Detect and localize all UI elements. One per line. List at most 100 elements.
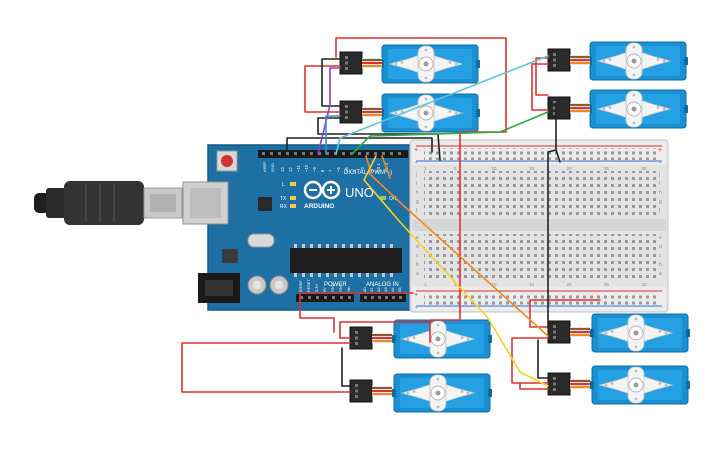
reset-button[interactable]: [221, 155, 233, 167]
servo-motor[interactable]: [589, 313, 691, 353]
wire-black[interactable]: [547, 103, 561, 163]
breadboard-row-letter: i: [416, 181, 417, 187]
arduino-uno-board[interactable]: UNO ARDUINO DIGITAL (PWM ~) POWER ANALOG…: [182, 144, 421, 311]
breadboard-row-letter: b: [659, 262, 662, 268]
breadboard-column-number: 30: [642, 282, 648, 287]
breadboard-column-number: 20: [567, 282, 573, 287]
analog-pin-label: A3: [384, 287, 388, 292]
wire-purple[interactable]: [317, 67, 341, 155]
breadboard-column-number: 5: [454, 166, 457, 171]
breadboard-column-number: 1: [424, 166, 427, 171]
digital-pin-label: ~3: [360, 167, 365, 172]
servo-motor[interactable]: [379, 44, 481, 84]
digital-pin-label: ~5: [344, 167, 349, 172]
breadboard-row-letter: g: [659, 199, 662, 205]
wire-black[interactable]: [341, 347, 351, 387]
wire-red[interactable]: [181, 342, 351, 393]
servo-motor[interactable]: [379, 93, 481, 133]
breadboard-row-letter: e: [416, 235, 419, 241]
board-brand-label: ARDUINO: [304, 203, 334, 210]
servo-connector[interactable]: [349, 379, 393, 403]
breadboard-row-letter: d: [659, 244, 662, 250]
breadboard-row-letter: i: [659, 181, 660, 187]
wire-black[interactable]: [286, 137, 433, 153]
arduino-logo-icon: [303, 180, 341, 200]
wire-green[interactable]: [351, 111, 549, 155]
wire-red[interactable]: [429, 164, 461, 343]
servo-motor[interactable]: [587, 89, 689, 129]
breadboard-column-number: 10: [492, 166, 498, 171]
wire-red[interactable]: [511, 337, 549, 384]
digital-pin-label: 7: [328, 169, 333, 172]
breadboard-row-letter: j: [415, 172, 417, 178]
breadboard-row-letter: j: [658, 172, 660, 178]
led-on-label: ON: [389, 196, 397, 202]
power-pin-label: GND: [339, 283, 343, 292]
servo-connector[interactable]: [339, 100, 383, 124]
breadboard-row-letter: f: [416, 208, 418, 214]
rail-minus-bottom: -: [415, 303, 418, 312]
wire-black[interactable]: [321, 58, 341, 107]
analog-header[interactable]: [360, 294, 406, 302]
servo-connector[interactable]: [547, 48, 591, 72]
breadboard-row-letter: c: [659, 253, 662, 259]
atmega-chip: [290, 248, 402, 273]
wire-black[interactable]: [547, 149, 557, 329]
wire-red[interactable]: [531, 63, 549, 111]
rail-plus-bottom: +: [414, 292, 418, 299]
wire-blue[interactable]: [325, 115, 341, 155]
servo-connector[interactable]: [547, 96, 591, 120]
breadboard-row-letter: a: [416, 271, 419, 277]
wire-red[interactable]: [299, 292, 414, 333]
power-pin-label: RESET: [307, 279, 311, 292]
digital-pin-label: 13: [280, 167, 285, 172]
breadboard-column-number: 5: [454, 282, 457, 287]
servo-connector[interactable]: [349, 326, 393, 350]
led-tx-label: TX: [280, 196, 287, 202]
wire-orange[interactable]: [365, 155, 549, 337]
breadboard-column-number: 25: [604, 166, 610, 171]
servo-motor[interactable]: [589, 365, 691, 405]
breadboard-row-letter: h: [416, 190, 419, 196]
power-pin-label: 5V: [323, 287, 327, 292]
digital-pin-label: 4: [352, 169, 357, 172]
breadboard-column-number: 25: [604, 282, 610, 287]
digital-pin-label: 8: [320, 169, 325, 172]
analog-pin-label: A4: [391, 287, 395, 292]
wire-orange[interactable]: [381, 155, 391, 179]
servo-connector[interactable]: [339, 51, 383, 75]
usb-cable[interactable]: [34, 181, 183, 225]
wire-yellow[interactable]: [363, 155, 549, 387]
servo-connector[interactable]: [547, 320, 591, 344]
wire-cyan[interactable]: [335, 55, 549, 155]
regulator: [222, 249, 238, 263]
breadboard-row-letter: f: [659, 208, 661, 214]
wire-black[interactable]: [537, 339, 549, 379]
gnd-pin-label: GND: [270, 163, 275, 172]
servo-motor[interactable]: [391, 373, 493, 413]
wire-red[interactable]: [519, 382, 549, 390]
servo-connector[interactable]: [547, 372, 591, 396]
breadboard-row-letter: h: [659, 190, 662, 196]
analog-pin-label: A1: [370, 287, 374, 292]
crystal: [247, 233, 275, 248]
digital-pin-label: 12: [288, 167, 293, 172]
servo-motor[interactable]: [391, 319, 493, 359]
servo-motor[interactable]: [587, 41, 689, 81]
breadboard-column-number: 10: [492, 282, 498, 287]
led-tx-icon: [290, 196, 296, 200]
wire-red[interactable]: [339, 321, 431, 339]
digital-pin-label: ~11: [296, 165, 301, 172]
breadboard-column-number: 1: [424, 282, 427, 287]
analog-pin-label: A5: [398, 287, 402, 292]
analog-pin-label: A0: [363, 287, 367, 292]
power-pin-label: GND: [331, 283, 335, 292]
wire-red[interactable]: [335, 37, 507, 166]
digital-header[interactable]: [258, 150, 408, 158]
